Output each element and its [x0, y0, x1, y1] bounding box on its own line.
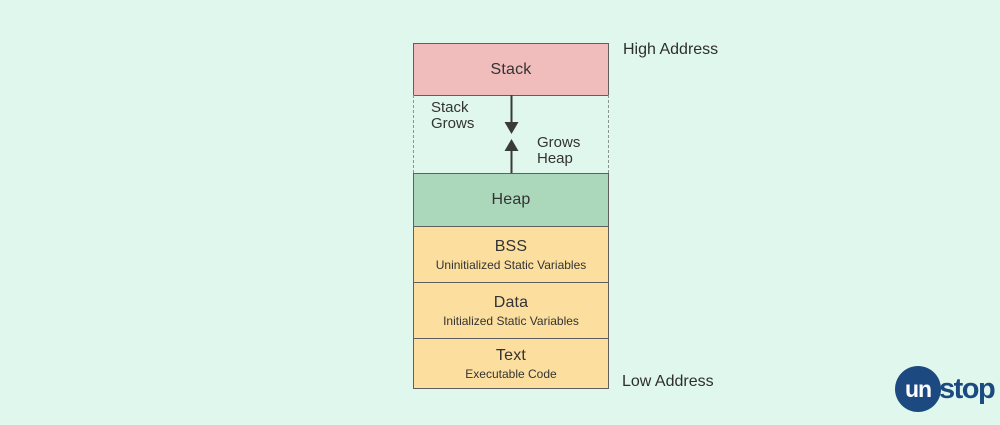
stack-grows-label-line2: Grows	[431, 115, 475, 132]
segment-data: Data Initialized Static Variables	[413, 282, 609, 339]
grows-heap-label-line1: Grows	[537, 134, 581, 151]
segment-text: Text Executable Code	[413, 338, 609, 389]
growth-arrows	[504, 95, 519, 173]
segment-heap-label: Heap	[491, 191, 531, 208]
heap-grows-up-arrow-icon	[504, 139, 519, 173]
segment-text-label: Text	[495, 346, 527, 364]
segment-data-sublabel: Initialized Static Variables	[443, 313, 579, 328]
segment-stack-label: Stack	[490, 60, 532, 78]
segment-bss-sublabel: Uninitialized Static Variables	[435, 257, 587, 272]
segment-text-sublabel: Executable Code	[465, 366, 557, 381]
unstop-logo-text: stop	[939, 372, 996, 405]
segment-heap: Heap	[413, 173, 609, 227]
unstop-logo: un stop	[895, 366, 996, 412]
memory-layout-diagram: Stack Stack Grows Grows Heap Heap BSS Un…	[413, 43, 609, 389]
stack-grows-down-arrow-icon	[504, 95, 519, 134]
growth-region: Stack Grows Grows Heap	[413, 95, 609, 173]
low-address-label: Low Address	[622, 373, 714, 390]
segment-data-label: Data	[493, 293, 529, 311]
unstop-logo-circle: un	[895, 366, 941, 412]
segment-stack: Stack	[413, 43, 609, 96]
stack-grows-label-line1: Stack	[431, 99, 469, 116]
segment-bss-label: BSS	[494, 237, 528, 255]
grows-heap-label-line2: Heap	[537, 150, 573, 167]
grows-heap-label: Grows Heap	[537, 135, 580, 167]
stack-grows-label: Stack Grows	[431, 100, 474, 132]
segment-bss: BSS Uninitialized Static Variables	[413, 226, 609, 283]
high-address-label: High Address	[623, 41, 719, 58]
